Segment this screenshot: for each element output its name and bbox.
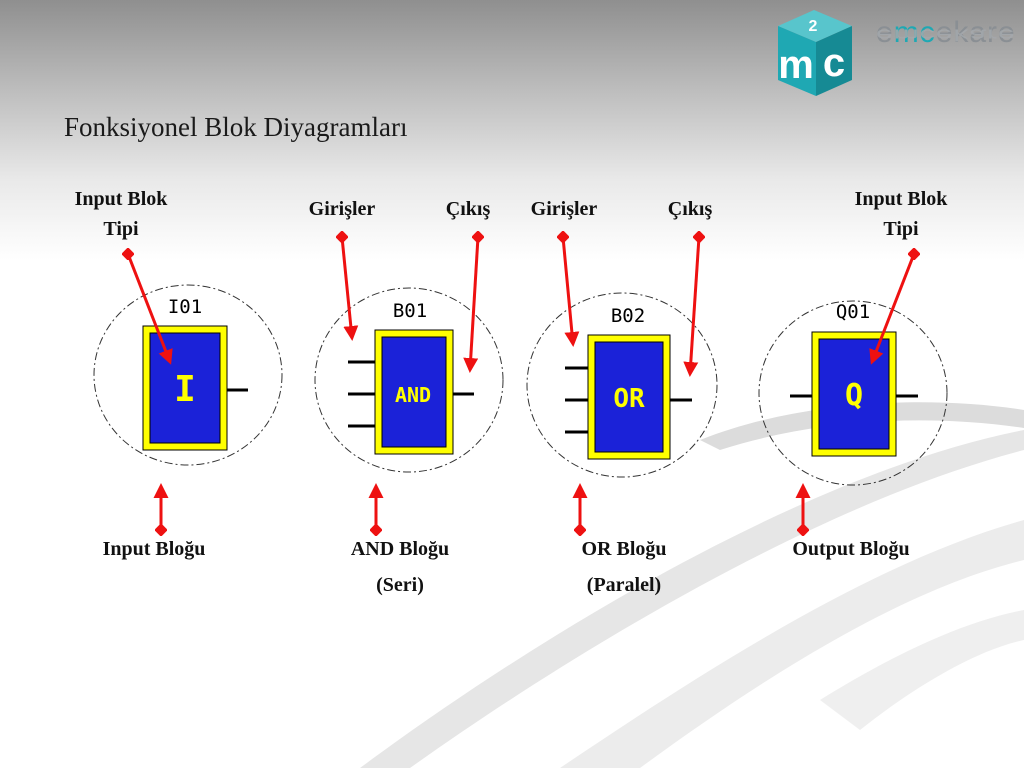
block-boundary-i01	[93, 284, 283, 466]
label-line: (Paralel)	[586, 574, 662, 596]
brand-name: emcekare	[876, 16, 1016, 50]
label-line: Input Blok	[74, 188, 168, 210]
arrow-cikis-or	[690, 237, 699, 374]
output-block-q01: Q01 Q	[790, 301, 918, 457]
label-and-blogu: AND Bloğu (Seri)	[320, 534, 480, 600]
label-input-blok-tipi-left: Input Blok Tipi	[56, 184, 186, 244]
label-line: Tipi	[103, 218, 139, 240]
label-cikis-and: Çıkış	[445, 198, 491, 220]
logo-sup: 2	[809, 18, 818, 35]
block-boundary-b02	[526, 292, 718, 478]
label-girisler-or: Girişler	[530, 198, 598, 220]
label-input-blogu: Input Bloğu	[102, 538, 206, 560]
label-girisler-and: Girişler	[308, 198, 376, 220]
label-line: Tipi	[883, 218, 919, 240]
arrow-cikis-and	[470, 237, 478, 370]
block-symbol: OR	[613, 384, 645, 414]
logo-letter-m: m	[778, 43, 814, 87]
block-id: B01	[393, 300, 427, 322]
label-line: OR Bloğu	[581, 538, 667, 560]
logo-letter-c: c	[823, 41, 845, 85]
brand-suffix: ekare	[935, 16, 1016, 49]
annotation-arrows	[128, 237, 914, 530]
label-line: Input Blok	[854, 188, 948, 210]
label-output-blogu: Output Bloğu	[792, 538, 910, 560]
or-block-b02: B02 OR	[565, 305, 692, 460]
and-block-b01: B01 AND	[348, 300, 474, 455]
emcekare-logo-cube: 2 m c	[778, 10, 852, 96]
slide-title: Fonksiyonel Blok Diyagramları	[64, 112, 408, 142]
block-id: I01	[168, 296, 202, 318]
label-input-blok-tipi-right: Input Blok Tipi	[836, 184, 966, 244]
label-line: AND Bloğu	[350, 538, 450, 560]
label-line: (Seri)	[376, 574, 424, 596]
input-block-i01: I01 I	[142, 296, 248, 451]
block-symbol: I	[174, 369, 196, 410]
block-id: Q01	[836, 301, 870, 323]
arrow-girisler-and	[342, 237, 352, 338]
label-or-blogu: OR Bloğu (Paralel)	[544, 534, 704, 600]
label-cikis-or: Çıkış	[667, 198, 713, 220]
arrow-girisler-or	[563, 237, 573, 344]
brand-mc: mc	[893, 16, 936, 49]
block-boundary-q01	[758, 300, 948, 486]
block-boundary-b01	[314, 287, 504, 473]
block-id: B02	[611, 305, 645, 327]
brand-prefix: e	[876, 16, 894, 49]
block-symbol: Q	[845, 378, 863, 413]
block-symbol: AND	[395, 383, 431, 407]
arrow-input-blok-tipi-left	[128, 254, 170, 362]
arrow-input-blok-tipi-right	[872, 254, 914, 362]
